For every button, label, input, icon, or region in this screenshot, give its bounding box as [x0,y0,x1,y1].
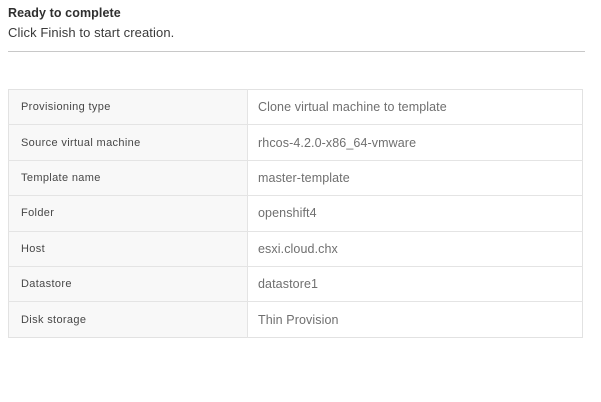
row-label: Host [8,231,248,267]
row-value: Thin Provision [247,301,583,338]
row-label: Source virtual machine [8,124,248,161]
row-value: Clone virtual machine to template [247,89,583,126]
row-label: Provisioning type [8,89,248,126]
row-label: Folder [8,195,248,232]
table-row: Template name master-template [8,160,583,197]
table-row: Host esxi.cloud.chx [8,231,583,267]
row-label: Datastore [8,266,248,303]
table-row: Source virtual machine rhcos-4.2.0-x86_6… [8,124,583,161]
page-subtitle: Click Finish to start creation. [8,25,175,40]
table-row: Datastore datastore1 [8,266,583,303]
row-value: datastore1 [247,266,583,303]
wizard-header: Ready to complete Click Finish to start … [8,5,586,42]
table-row: Provisioning type Clone virtual machine … [8,89,583,126]
summary-table-body: Provisioning type Clone virtual machine … [8,89,583,338]
summary-table: Provisioning type Clone virtual machine … [8,89,583,338]
row-value: rhcos-4.2.0-x86_64-vmware [247,124,583,161]
table-row: Folder openshift4 [8,195,583,232]
row-label: Template name [8,160,248,197]
page-title: Ready to complete [8,6,121,20]
row-value: master-template [247,160,583,197]
table-row: Disk storage Thin Provision [8,301,583,338]
row-value: esxi.cloud.chx [247,231,583,267]
row-value: openshift4 [247,195,583,232]
header-divider [8,51,585,52]
row-label: Disk storage [8,301,248,338]
